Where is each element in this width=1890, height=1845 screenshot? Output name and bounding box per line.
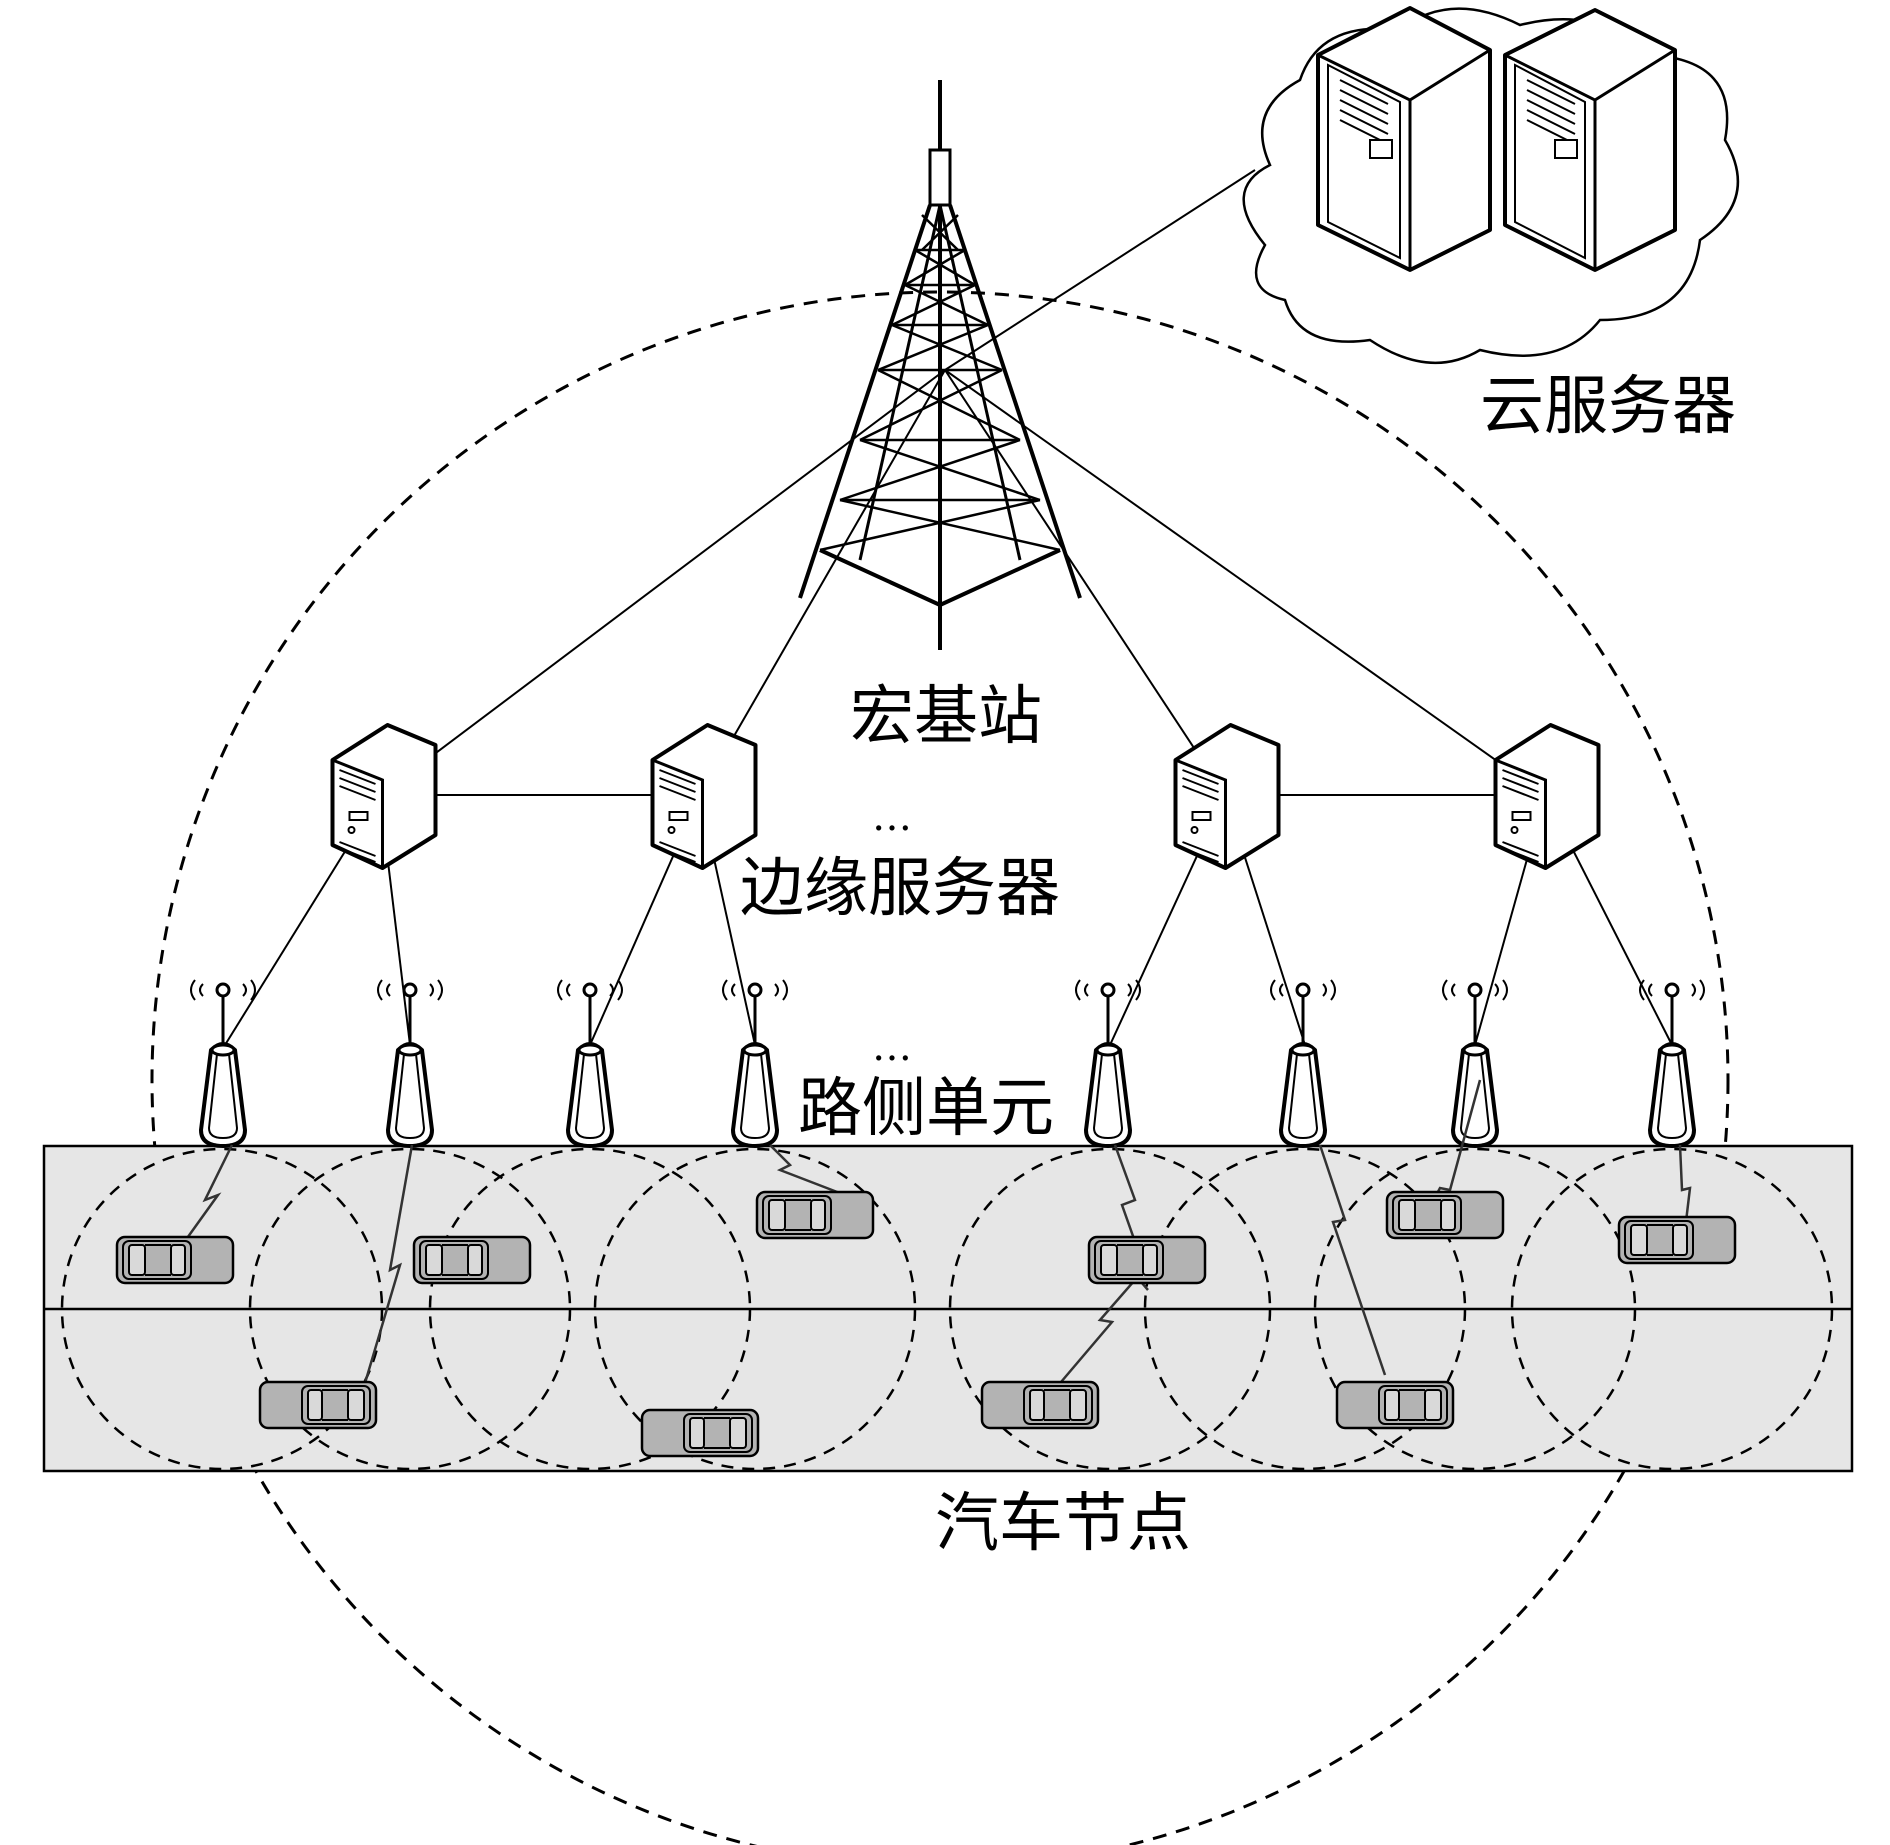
ellipsis-rsu: … — [872, 1024, 912, 1070]
car-icon — [1385, 1190, 1505, 1240]
rsu-antenna-icon — [1269, 978, 1337, 1148]
car-icon — [640, 1408, 760, 1458]
edge-server-icon — [1496, 725, 1599, 868]
rack-server-icon — [1316, 6, 1492, 272]
edge-server-icon — [1176, 725, 1279, 868]
label-roadside-unit: 路侧单元 — [798, 1072, 1054, 1146]
rsu-coverage-circles — [60, 1147, 1834, 1471]
label-edge-server: 边缘服务器 — [740, 852, 1060, 926]
tower-icon — [798, 80, 1082, 650]
car-icon — [1087, 1235, 1207, 1285]
rsu-antenna-icon — [1638, 978, 1706, 1148]
label-cloud-server: 云服务器 — [1480, 370, 1736, 444]
macro-coverage-circle — [150, 290, 1730, 1845]
car-icon — [980, 1380, 1100, 1430]
car-icon — [755, 1190, 875, 1240]
rsu-antenna-icon — [1441, 978, 1509, 1148]
edge-server-icon — [653, 725, 756, 868]
rsu-antenna-icon — [1074, 978, 1142, 1148]
car-icon — [1617, 1215, 1737, 1265]
car-icon — [1335, 1380, 1455, 1430]
label-vehicle-node: 汽车节点 — [935, 1487, 1191, 1561]
rsu-antenna-icon — [556, 978, 624, 1148]
rsu-antenna-icon — [189, 978, 257, 1148]
cloud-server-group — [1242, 6, 1740, 365]
rsu-antenna-icon — [721, 978, 789, 1148]
edge-server-icon — [333, 725, 436, 868]
car-icon — [258, 1380, 378, 1430]
car-icon — [115, 1235, 235, 1285]
car-icon — [412, 1235, 532, 1285]
rsu-antenna-icon — [376, 978, 444, 1148]
rack-server-icon — [1503, 8, 1677, 272]
label-macro-base-station: 宏基站 — [850, 680, 1042, 754]
ellipsis-edge: … — [872, 794, 912, 840]
